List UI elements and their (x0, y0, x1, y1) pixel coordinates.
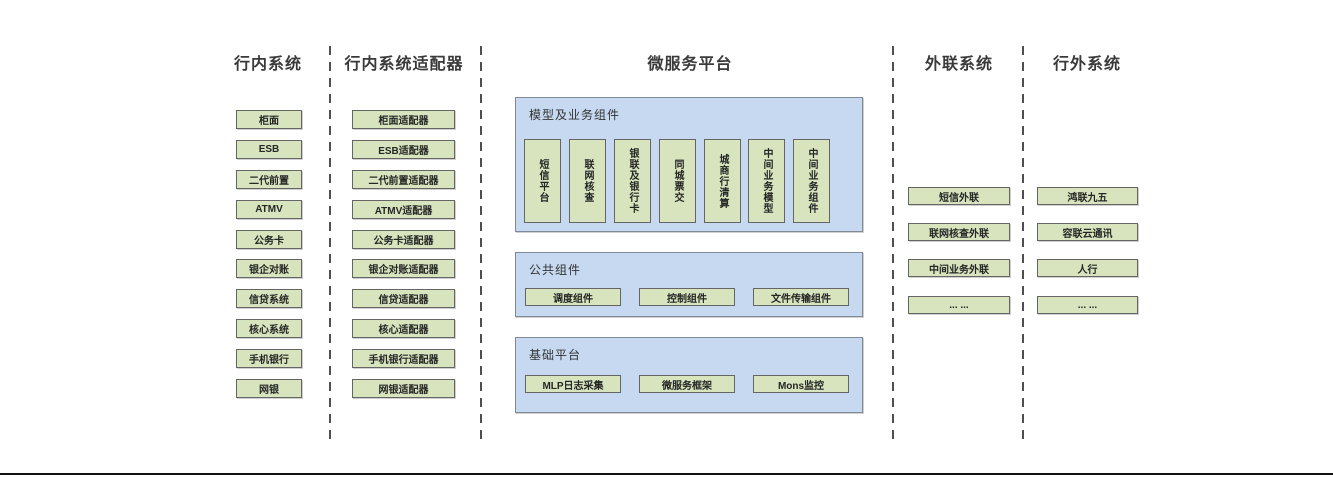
outreach-system-box: ... ... (908, 296, 1010, 314)
model-component-box: 中间业务组件 (793, 139, 830, 223)
external-system-box: ... ... (1037, 296, 1138, 314)
base-platform-box: 微服务框架 (639, 375, 735, 393)
internal-system-box: 手机银行 (236, 349, 302, 368)
internal-system-box: 银企对账 (236, 259, 302, 278)
model-component-box: 同城票交 (659, 139, 696, 223)
model-component-box: 联网核查 (569, 139, 606, 223)
adapter-box: 公务卡适配器 (352, 230, 455, 249)
panel-title: 公共组件 (529, 263, 582, 277)
model-business-components-panel: 模型及业务组件 短信平台 联网核查 银联及银行卡 同城票交 城商行清算 中间业务… (515, 97, 863, 232)
model-component-box: 城商行清算 (704, 139, 741, 223)
column-divider (329, 46, 331, 440)
base-platform-panel: 基础平台 MLP日志采集 微服务框架 Mons监控 (515, 337, 863, 413)
internal-system-box: ATMV (236, 200, 302, 219)
adapter-box: 手机银行适配器 (352, 349, 455, 368)
internal-system-box: 核心系统 (236, 319, 302, 338)
internal-system-box: 二代前置 (236, 170, 302, 189)
external-system-box: 容联云通讯 (1037, 223, 1138, 241)
outreach-system-box: 短信外联 (908, 187, 1010, 205)
common-component-box: 控制组件 (639, 288, 735, 306)
column-divider (892, 46, 894, 440)
external-system-box: 鸿联九五 (1037, 187, 1138, 205)
model-component-box: 中间业务模型 (748, 139, 785, 223)
adapter-box: 二代前置适配器 (352, 170, 455, 189)
internal-system-box: 信贷系统 (236, 289, 302, 308)
common-components-panel: 公共组件 调度组件 控制组件 文件传输组件 (515, 252, 863, 317)
adapter-box: 银企对账适配器 (352, 259, 455, 278)
column-divider (480, 46, 482, 440)
model-component-box: 银联及银行卡 (614, 139, 651, 223)
column-divider (1022, 46, 1024, 440)
outreach-system-box: 中间业务外联 (908, 259, 1010, 277)
common-component-box: 文件传输组件 (753, 288, 849, 306)
panel-title: 模型及业务组件 (529, 108, 621, 122)
column-header-outreach-systems: 外联系统 (924, 56, 993, 73)
base-platform-box: Mons监控 (753, 375, 849, 393)
common-component-box: 调度组件 (525, 288, 621, 306)
adapter-box: ESB适配器 (352, 140, 455, 159)
page-bottom-rule (0, 473, 1333, 475)
internal-system-box: 网银 (236, 379, 302, 398)
adapter-box: 核心适配器 (352, 319, 455, 338)
external-system-box: 人行 (1037, 259, 1138, 277)
internal-system-box: ESB (236, 140, 302, 159)
internal-system-box: 柜面 (236, 110, 302, 129)
adapter-box: 网银适配器 (352, 379, 455, 398)
model-component-box: 短信平台 (524, 139, 561, 223)
column-header-microservice-platform: 微服务平台 (647, 56, 733, 73)
internal-system-box: 公务卡 (236, 230, 302, 249)
column-header-external-systems: 行外系统 (1052, 56, 1121, 73)
outreach-system-box: 联网核查外联 (908, 223, 1010, 241)
base-platform-box: MLP日志采集 (525, 375, 621, 393)
adapter-box: 柜面适配器 (352, 110, 455, 129)
adapter-box: ATMV适配器 (352, 200, 455, 219)
panel-title: 基础平台 (529, 348, 582, 362)
adapter-box: 信贷适配器 (352, 289, 455, 308)
column-header-internal-systems: 行内系统 (233, 56, 302, 73)
column-header-internal-adapters: 行内系统适配器 (344, 56, 464, 73)
